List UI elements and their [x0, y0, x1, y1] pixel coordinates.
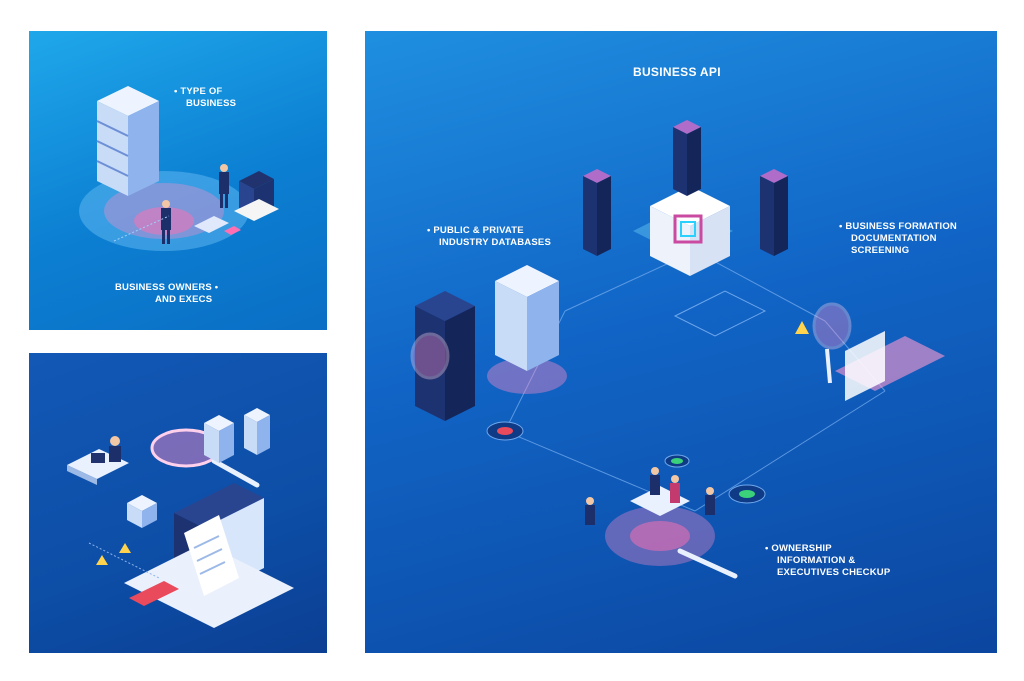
business-api-illustration — [410, 120, 945, 579]
databases-label: • PUBLIC & PRIVATE — [427, 225, 524, 236]
warning-icon — [96, 555, 108, 565]
ownership-label-line3: EXECUTIVES CHECKUP — [777, 567, 891, 578]
owner-figure-icon — [161, 200, 171, 244]
business-api-title: BUSINESS API — [633, 65, 721, 79]
type-of-business-label: • TYPE OF — [174, 86, 223, 97]
workstation-icon — [234, 171, 279, 221]
document-screening-icon — [795, 302, 945, 401]
document-review-panel — [29, 353, 327, 653]
buildings-icon — [204, 408, 270, 463]
ownership-label-line2: INFORMATION & — [777, 555, 856, 566]
ownership-label: • OWNERSHIP — [765, 543, 832, 554]
formation-label-line2: DOCUMENTATION — [851, 233, 937, 244]
warning-icon — [119, 543, 131, 553]
server-rack-icon — [673, 120, 701, 196]
status-node-icon — [739, 490, 755, 498]
business-type-illustration — [79, 86, 279, 251]
receipt-icon — [184, 515, 239, 596]
database-building-icon — [487, 265, 567, 394]
type-of-business-label-line2: BUSINESS — [186, 98, 237, 109]
warning-icon — [795, 321, 809, 334]
status-node-icon — [671, 458, 683, 464]
database-server-icon — [410, 291, 475, 421]
executive-figure-icon — [219, 164, 229, 208]
business-type-panel: • TYPE OF BUSINESS BUSINESS OWNERS • AND… — [29, 31, 327, 330]
document-review-illustration — [67, 408, 294, 628]
building-icon — [96, 86, 159, 196]
formation-label: • BUSINESS FORMATION — [839, 221, 957, 232]
magnifier-icon — [150, 428, 260, 488]
api-cube-icon — [633, 186, 733, 276]
desk-worker-icon — [67, 436, 129, 485]
ownership-check-icon — [585, 467, 738, 579]
server-rack-icon — [760, 169, 788, 256]
databases-label-line2: INDUSTRY DATABASES — [439, 237, 551, 248]
stamp-icon — [129, 581, 179, 606]
status-node-icon — [497, 427, 513, 435]
business-api-panel: BUSINESS API • PUBLIC & PRIVATE INDUSTRY… — [365, 31, 997, 653]
business-owners-label-line2: AND EXECS — [155, 294, 213, 305]
business-owners-label: BUSINESS OWNERS • — [115, 282, 219, 293]
server-rack-icon — [583, 169, 611, 256]
formation-label-line3: SCREENING — [851, 245, 910, 256]
